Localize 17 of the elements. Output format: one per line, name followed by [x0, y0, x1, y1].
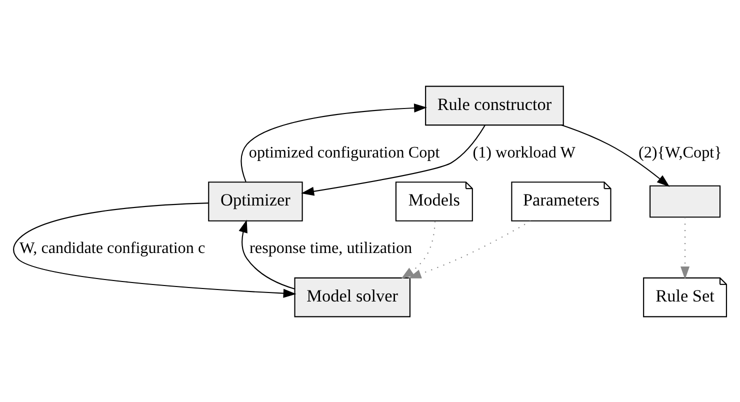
arrow	[401, 220, 436, 278]
arrow	[562, 124, 670, 186]
arrow	[238, 219, 295, 289]
node-box: Model solver	[294, 276, 410, 317]
edge-label: W, candidate configuration c	[19, 240, 206, 257]
arrow	[13, 202, 296, 298]
edge-label: response time, utilization	[250, 240, 412, 257]
edge-label: optimized configuration Copt	[248, 144, 440, 161]
arrow	[408, 220, 531, 278]
arrow	[680, 216, 690, 279]
node-box: Optimizer	[208, 181, 303, 221]
node-box	[650, 184, 721, 218]
arrow	[301, 124, 486, 196]
arrow	[240, 103, 428, 182]
node-box: Rule constructor	[425, 85, 564, 126]
edge-label: (2){W,Copt}	[638, 144, 722, 161]
edge-label: (1) workload W	[472, 144, 576, 161]
